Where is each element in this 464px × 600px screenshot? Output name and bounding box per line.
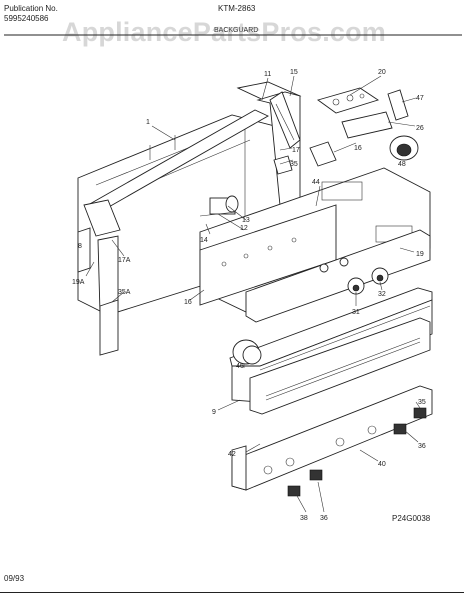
lower-glass	[245, 229, 431, 323]
callout-8: 8	[78, 243, 82, 250]
callout-35a: 35A	[118, 289, 131, 296]
section-title: BACKGUARD	[214, 27, 259, 34]
callout-46: 46	[236, 363, 244, 370]
control-board	[316, 87, 380, 114]
callout-15-top: 15	[290, 69, 298, 76]
callout-9: 9	[212, 409, 216, 416]
callout-48: 48	[398, 161, 406, 168]
callout-12: 12	[240, 225, 248, 232]
callout-14: 14	[200, 237, 208, 244]
publication-label: Publication No.	[4, 4, 58, 13]
callout-36-upper: 36	[418, 443, 426, 450]
knob-small	[319, 257, 349, 273]
diagram-code: P24G0038	[392, 514, 431, 523]
callout-31: 31	[352, 309, 360, 316]
callout-13: 13	[242, 217, 250, 224]
callout-35-lower: 35	[418, 399, 426, 406]
callout-17a: 17A	[118, 257, 131, 264]
callout-19: 19	[416, 251, 424, 258]
model-number: KTM-2863	[218, 4, 256, 13]
rail-bracket	[231, 445, 247, 491]
watermark: AppliancePartsPros.com	[62, 17, 387, 47]
bracket-47	[387, 89, 409, 121]
callout-19a: 19A	[72, 279, 85, 286]
knob-46	[232, 339, 262, 365]
leader-lines	[85, 75, 421, 513]
knob-32	[371, 267, 389, 285]
callout-47: 47	[416, 95, 424, 102]
clock-knob-48	[389, 135, 419, 161]
callout-36-lower: 36	[320, 515, 328, 522]
date-code: 09/93	[4, 574, 25, 583]
knob-31	[347, 277, 365, 295]
terminal-36-lower	[287, 469, 323, 497]
callout-40: 40	[378, 461, 386, 468]
callout-1: 1	[146, 119, 150, 126]
callout-42: 42	[228, 451, 236, 458]
callout-38: 38	[300, 515, 308, 522]
publication-number: 5995240586	[4, 14, 49, 23]
callout-44: 44	[312, 179, 320, 186]
clip-15	[309, 141, 337, 167]
callout-26: 26	[416, 125, 424, 132]
clip-35	[273, 155, 293, 175]
plate-26	[341, 111, 393, 139]
left-end-bracket	[77, 199, 121, 356]
callout-32: 32	[378, 291, 386, 298]
callout-20: 20	[378, 69, 386, 76]
callout-35-top: 35	[290, 161, 298, 168]
callout-16-front: 16	[184, 299, 192, 306]
callout-16-top: 16	[354, 145, 362, 152]
lower-frame	[249, 317, 431, 415]
side-bracket	[269, 91, 301, 149]
footer-rule	[0, 592, 464, 593]
callout-11: 11	[264, 71, 271, 78]
callout-17: 17	[292, 147, 300, 154]
